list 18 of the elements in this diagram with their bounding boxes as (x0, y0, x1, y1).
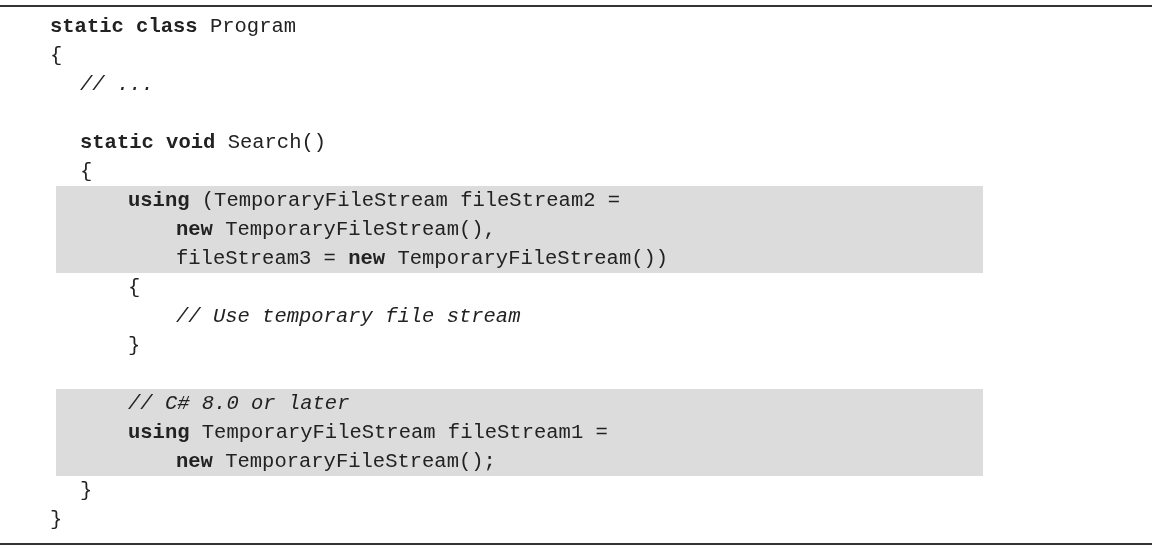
code-line: using (TemporaryFileStream fileStream2 = (128, 188, 621, 214)
highlight-band (56, 186, 983, 273)
code-line: new TemporaryFileStream(), (176, 217, 496, 243)
code-line: static class Program (50, 14, 297, 40)
code-line: static void Search() (80, 130, 327, 156)
code-comment: // C# 8.0 or later (128, 391, 350, 417)
code-line: { (128, 275, 141, 301)
code-line: { (80, 159, 93, 185)
code-comment: // Use temporary file stream (176, 304, 521, 330)
code-line: new TemporaryFileStream(); (176, 449, 496, 475)
highlight-band (56, 389, 983, 476)
code-line: { (50, 43, 63, 69)
code-comment: // ... (80, 72, 154, 98)
code-line: } (50, 507, 63, 533)
code-line: } (128, 333, 141, 359)
code-line: using TemporaryFileStream fileStream1 = (128, 420, 608, 446)
code-line: } (80, 478, 93, 504)
code-line: fileStream3 = new TemporaryFileStream()) (176, 246, 669, 272)
